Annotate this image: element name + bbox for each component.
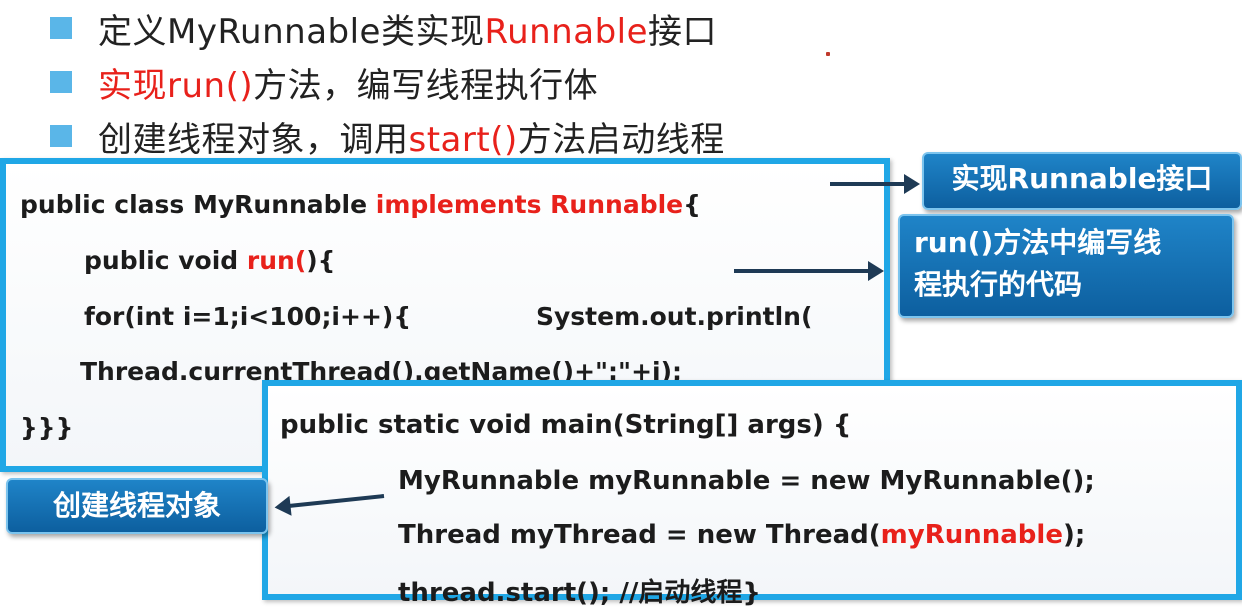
callout-implement-runnable: 实现Runnable接口 <box>922 152 1242 210</box>
code-line-thread-start: thread.start(); //启动线程} <box>398 578 761 608</box>
bullet-square-icon <box>50 125 72 147</box>
bullet-square-icon <box>50 17 72 39</box>
code-line-closing-braces: }}} <box>20 413 74 442</box>
bullet-1-text-a: 定义MyRunnable类实现 <box>98 11 485 52</box>
code-line-new-runnable: MyRunnable myRunnable = new MyRunnable()… <box>398 466 1095 496</box>
code-line-main-decl: public static void main(String[] args) { <box>280 410 852 440</box>
bullet-1-text-c: 接口 <box>648 11 718 52</box>
code-line-println: System.out.println( <box>536 302 813 331</box>
code-line-for-loop: for(int i=1;i<100;i++){ <box>84 302 412 331</box>
callout-run-method: run()方法中编写线 程执行的代码 <box>898 214 1234 318</box>
bullet-2-text-c: 方法，编写线程执行体 <box>253 65 599 106</box>
callout-create-thread: 创建线程对象 <box>6 478 268 534</box>
bullet-square-icon <box>50 71 72 93</box>
code-line-new-thread: Thread myThread = new Thread(myRunnable)… <box>398 520 1086 550</box>
arrow-right-icon <box>734 261 884 281</box>
bullet-1-text-b: Runnable <box>484 11 649 52</box>
bullet-item-1: 定义MyRunnable类实现Runnable接口 <box>50 2 717 54</box>
code-line-run-method: public void run(){ <box>84 246 336 275</box>
bullet-2-text-b: 实现run() <box>98 65 254 106</box>
bullet-3-text-c: 方法启动线程 <box>517 119 725 160</box>
main-code-box: public static void main(String[] args) {… <box>262 380 1242 608</box>
bullet-item-2: 实现run()方法，编写线程执行体 <box>50 56 598 108</box>
bullet-3-text-a: 创建线程对象，调用 <box>98 119 409 160</box>
decorative-dot <box>826 52 830 56</box>
arrow-right-icon <box>830 174 920 194</box>
bullet-3-text-b: start() <box>408 119 518 160</box>
code-line-class-decl: public class MyRunnable implements Runna… <box>20 190 701 219</box>
bullet-item-3: 创建线程对象，调用start()方法启动线程 <box>50 110 725 162</box>
